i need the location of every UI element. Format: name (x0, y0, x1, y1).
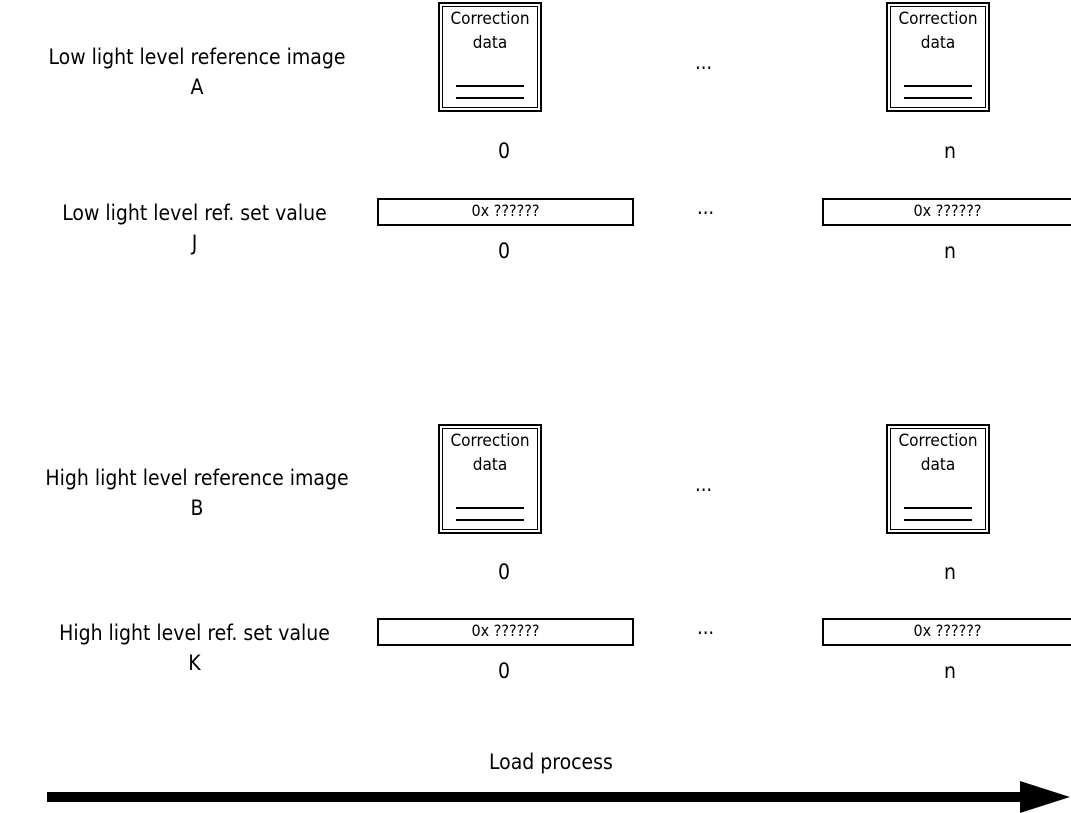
high-light-image-label-id: B (190, 496, 204, 520)
high-light-set-value-ellipsis: ... (697, 615, 715, 639)
low-light-correction-doc-n: Correction data (886, 2, 990, 112)
doc-rule (456, 519, 524, 521)
doc-rule (456, 85, 524, 87)
low-light-doc-index-first: 0 (497, 139, 511, 163)
arrow-head-icon (1020, 781, 1070, 813)
doc-rule (904, 507, 972, 509)
arrow-shaft (47, 792, 1022, 802)
doc-rule (456, 97, 524, 99)
doc-rule (904, 97, 972, 99)
doc-title-line1: Correction (898, 431, 978, 451)
doc-rule (456, 507, 524, 509)
doc-title-line1: Correction (898, 9, 978, 29)
doc-title-line2: data (472, 455, 508, 475)
high-light-set-value-label-text: High light level ref. set value (59, 621, 330, 645)
low-light-set-value-box-n: 0x ?????? (822, 198, 1071, 226)
doc-title: Correction data (440, 7, 540, 55)
low-light-image-label: Low light level reference image A (2, 42, 392, 102)
low-light-doc-ellipsis: ... (695, 50, 713, 74)
low-light-set-value-index-first: 0 (497, 239, 511, 263)
doc-title: Correction data (888, 7, 988, 55)
high-light-set-value-index-first: 0 (497, 659, 511, 683)
low-light-doc-index-last: n (944, 139, 956, 163)
low-light-set-value-label-text: Low light level ref. set value (62, 201, 327, 225)
high-light-set-value-box-0: 0x ?????? (377, 618, 634, 646)
doc-title-line1: Correction (450, 9, 530, 29)
high-light-doc-index-last: n (944, 560, 956, 584)
doc-title: Correction data (440, 429, 540, 477)
high-light-correction-doc-n: Correction data (886, 424, 990, 534)
load-process-arrow (47, 781, 1070, 813)
high-light-set-value-label: High light level ref. set value K (2, 618, 387, 678)
doc-title-line2: data (920, 33, 956, 53)
high-light-doc-ellipsis: ... (695, 472, 713, 496)
low-light-set-value-box-0: 0x ?????? (377, 198, 634, 226)
doc-title-line1: Correction (450, 431, 530, 451)
doc-title-line2: data (472, 33, 508, 53)
low-light-set-value-label-id: J (191, 231, 198, 255)
high-light-set-value-box-n: 0x ?????? (822, 618, 1071, 646)
high-light-image-label-text: High light level reference image (45, 466, 349, 490)
load-process-label: Load process (489, 750, 613, 774)
high-light-set-value-index-last: n (944, 659, 956, 683)
doc-rule (904, 519, 972, 521)
high-light-image-label: High light level reference image B (2, 463, 392, 523)
high-light-doc-index-first: 0 (497, 560, 511, 584)
low-light-image-label-id: A (190, 75, 204, 99)
high-light-correction-doc-0: Correction data (438, 424, 542, 534)
doc-title-line2: data (920, 455, 956, 475)
doc-title: Correction data (888, 429, 988, 477)
low-light-image-label-text: Low light level reference image (48, 45, 346, 69)
doc-rule (904, 85, 972, 87)
low-light-set-value-ellipsis: ... (697, 195, 715, 219)
low-light-set-value-index-last: n (944, 239, 956, 263)
low-light-correction-doc-0: Correction data (438, 2, 542, 112)
low-light-set-value-label: Low light level ref. set value J (2, 198, 387, 258)
high-light-set-value-label-id: K (188, 651, 201, 675)
